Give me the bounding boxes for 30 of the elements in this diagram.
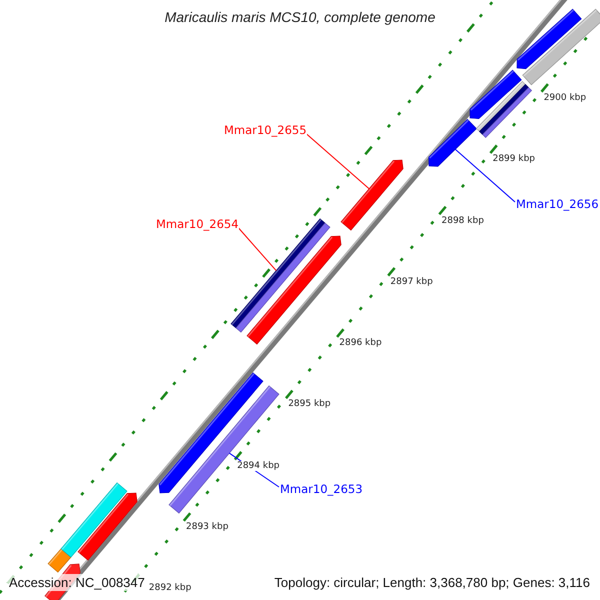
gene-block [522, 8, 600, 86]
leader-line [306, 134, 370, 190]
gene-feature [78, 492, 138, 561]
scale-label: 2897 kbp [390, 276, 433, 287]
gene-feature [428, 118, 477, 167]
scale-label: 2893 kbp [186, 522, 228, 532]
gene-feature [158, 372, 264, 494]
scale-label: 2898 kbp [442, 216, 484, 226]
leader-line [454, 148, 516, 202]
gene-feature [246, 236, 342, 345]
genome-info: Accession: NC_008347 [7, 574, 147, 591]
scale-label: 2896 kbp [339, 338, 382, 348]
gene-block [60, 482, 128, 558]
gene-feature [340, 160, 404, 231]
gene-label: Mmar10_2656 [516, 197, 599, 211]
scale-label: 2900 kbp [544, 92, 586, 103]
gene-label: Mmar10_2654 [156, 217, 239, 231]
gene-feature [470, 70, 522, 120]
gene-block [168, 385, 280, 514]
gene-block [48, 548, 72, 573]
scale-label: 2899 kbp [492, 154, 535, 164]
title: Maricaulis maris MCS10, complete genome [164, 9, 436, 25]
leader-line [238, 228, 277, 272]
scale-label: 2894 kbp [237, 460, 280, 471]
gene-feature [516, 8, 582, 70]
scale-label: 2895 kbp [288, 399, 331, 410]
gene-block [476, 81, 532, 138]
scale-label: 2892 kbp [148, 583, 192, 594]
gene-label: Mmar10_2655 [224, 123, 307, 137]
gene-label: Mmar10_2653 [280, 482, 363, 496]
